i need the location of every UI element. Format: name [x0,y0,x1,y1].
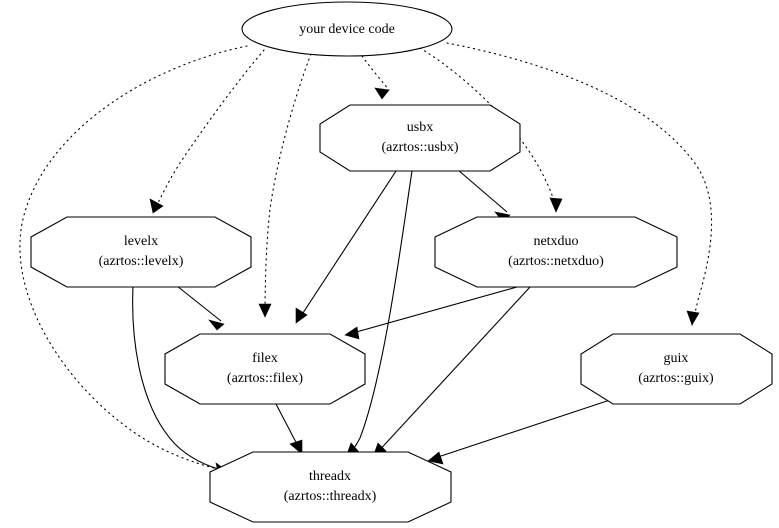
edge-usbx-to-threadx [345,170,413,458]
node-label-filex-line2: (azrtos::filex) [227,371,304,386]
edge-group-dotted [19,42,713,477]
node-shape-octagon-usbx [319,104,521,172]
node-shape-octagon-guix [580,333,773,405]
node-label-levelx-line2: (azrtos::levelx) [99,254,184,269]
node-label-usbx-line1: usbx [407,120,433,135]
node-your-device-code[interactable]: your device code [241,1,453,57]
node-label-netxduo-line1: netxduo [533,234,578,249]
node-label-threadx-line2: (azrtos::threadx) [284,489,377,504]
node-label-levelx-line1: levelx [124,234,158,249]
node-shape-octagon-levelx [30,216,252,288]
edge-device-to-netxduo [419,47,563,213]
edge-filex-to-threadx [275,403,303,455]
edge-usbx-to-filex [295,170,397,324]
edge-device-to-usbx [361,55,390,100]
node-netxduo[interactable]: netxduo (azrtos::netxduo) [434,216,678,288]
edge-netxduo-to-filex [344,286,518,340]
node-label-guix-line2: (azrtos::guix) [638,371,714,386]
node-label-filex-line1: filex [252,351,278,366]
node-threadx[interactable]: threadx (azrtos::threadx) [209,451,452,523]
node-shape-octagon-filex [164,333,366,405]
node-filex[interactable]: filex (azrtos::filex) [164,333,366,405]
node-label-device: your device code [299,22,395,37]
node-guix[interactable]: guix (azrtos::guix) [580,333,773,405]
node-levelx[interactable]: levelx (azrtos::levelx) [30,216,252,288]
edge-guix-to-threadx [427,399,611,465]
node-label-threadx-line1: threadx [309,469,351,484]
node-usbx[interactable]: usbx (azrtos::usbx) [319,104,521,172]
edge-levelx-to-filex [176,285,225,331]
edge-usbx-to-netxduo [457,169,511,223]
node-shape-octagon-netxduo [434,216,678,288]
edge-group-solid [132,169,611,477]
node-label-usbx-line2: (azrtos::usbx) [382,140,459,155]
node-label-guix-line1: guix [664,351,689,366]
edge-device-to-levelx [149,49,265,214]
edge-netxduo-to-threadx [372,286,531,458]
node-shape-ellipse [241,1,453,57]
node-label-netxduo-line2: (azrtos::netxduo) [508,254,604,269]
edge-device-to-guix [446,42,713,326]
node-shape-octagon-threadx [209,451,452,523]
edge-device-to-filex [258,53,312,318]
